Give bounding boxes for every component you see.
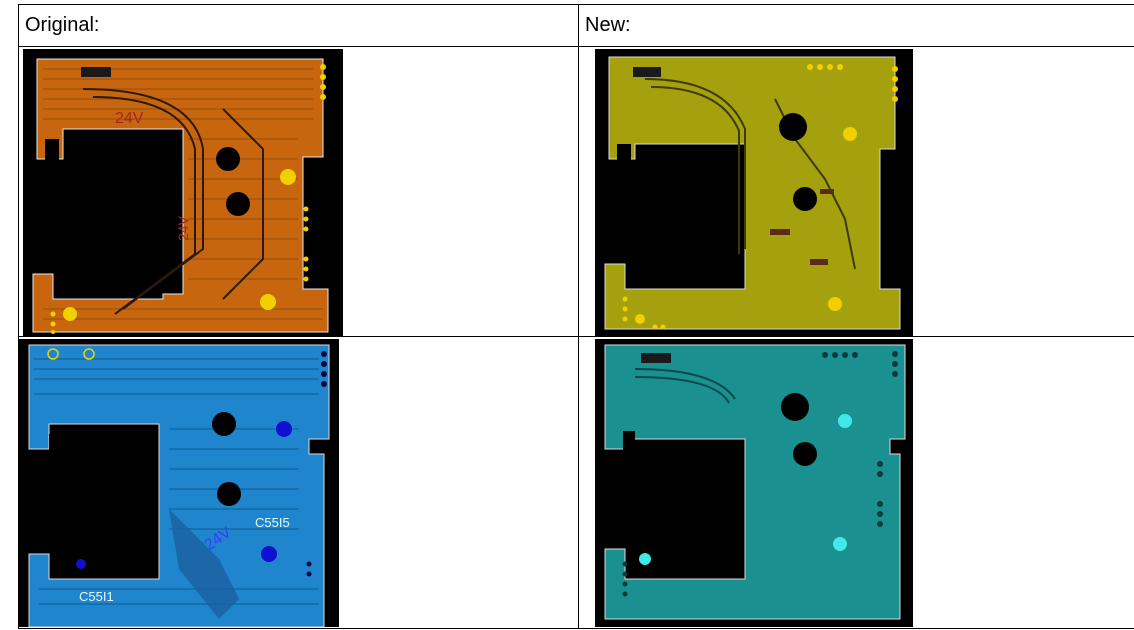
original-top-layer-cell: 24V 24V xyxy=(19,47,579,337)
original-bottom-c5515-label: C55I5 xyxy=(255,515,290,530)
comparison-table: Original: New: xyxy=(18,4,1134,629)
new-top-layer-image xyxy=(595,49,913,336)
original-bottom-layer-cell: 24V C55I5 C55I1 xyxy=(19,337,579,629)
new-bottom-layer-image xyxy=(595,339,913,627)
original-top-24v-label-1: 24V xyxy=(115,110,144,127)
new-top-layer-cell xyxy=(579,47,1134,337)
board-outline-orange xyxy=(32,58,329,333)
header-new-label: New: xyxy=(585,14,631,36)
original-top-24v-label-2: 24V xyxy=(175,215,191,241)
header-new: New: xyxy=(579,5,1134,47)
board-outline-blue xyxy=(28,344,330,627)
header-original: Original: xyxy=(19,5,579,47)
original-top-layer-image: 24V 24V xyxy=(23,49,343,336)
original-bottom-c5511-label: C55I1 xyxy=(79,589,114,604)
original-bottom-layer-image: 24V C55I5 C55I1 xyxy=(19,339,339,627)
new-bottom-layer-cell xyxy=(579,337,1134,629)
header-original-label: Original: xyxy=(25,14,100,36)
